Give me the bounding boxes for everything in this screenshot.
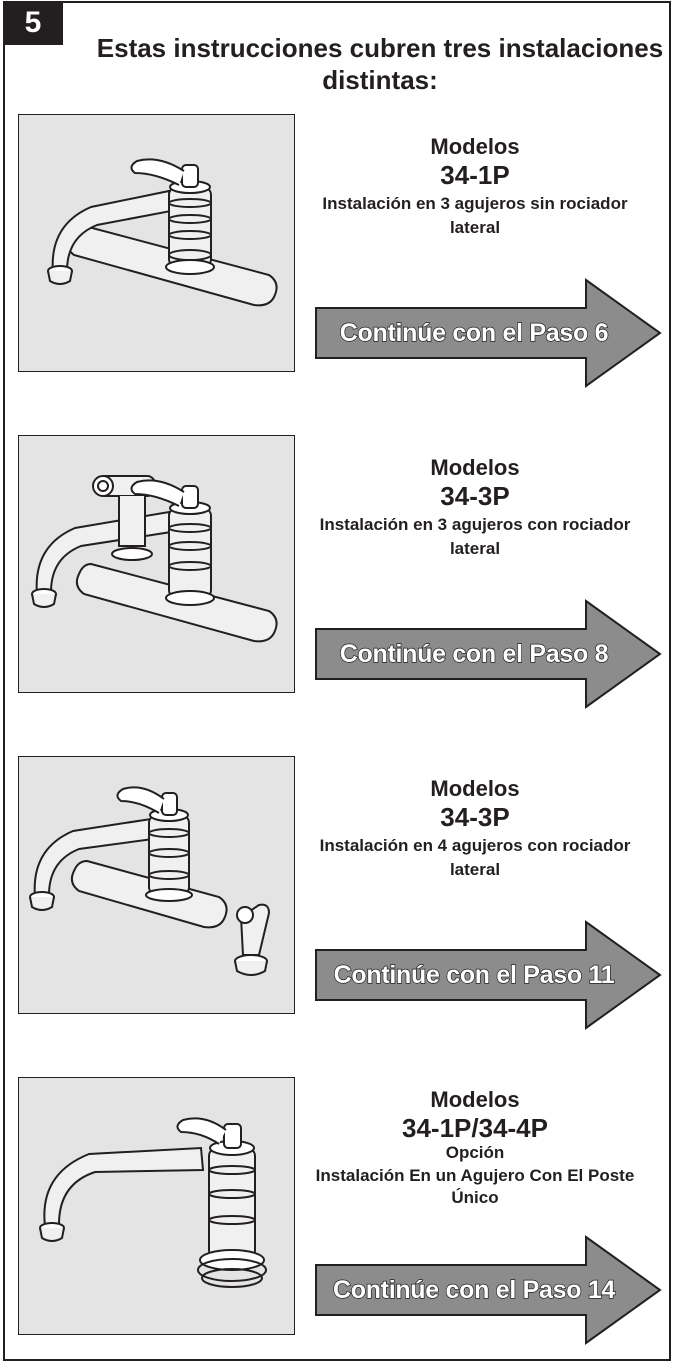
models-label: Modelos bbox=[430, 1087, 520, 1112]
model-number: 34-1P bbox=[440, 160, 510, 190]
faucet-illustration-3hole-with-spray bbox=[18, 435, 295, 693]
model-number: 34-3P bbox=[440, 481, 510, 511]
faucet-illustration-single-hole bbox=[18, 1077, 295, 1335]
installation-description: Instalación en 3 agujeros sin rociador l… bbox=[322, 194, 628, 237]
install-option-1: Modelos 34-1P Instalación en 3 agujeros … bbox=[0, 112, 675, 392]
model-number: 34-1P/34-4P bbox=[402, 1113, 548, 1143]
continue-step-8-arrow[interactable]: Continúe con el Paso 8 bbox=[314, 599, 664, 709]
model-number: 34-3P bbox=[440, 802, 510, 832]
continue-step-label: Continúe con el Paso 6 bbox=[339, 318, 609, 347]
install-option-2: Modelos 34-3P Instalación en 3 agujeros … bbox=[0, 433, 675, 713]
install-option-3: Modelos 34-3P Instalación en 4 agujeros … bbox=[0, 754, 675, 1034]
continue-step-label: Continúe con el Paso 8 bbox=[339, 639, 609, 668]
continue-step-label: Continúe con el Paso 14 bbox=[332, 1275, 616, 1304]
page-heading: Estas instrucciones cubren tres instalac… bbox=[96, 33, 664, 95]
continue-step-label: Continúe con el Paso 11 bbox=[333, 960, 615, 989]
continue-step-14-arrow[interactable]: Continúe con el Paso 14 bbox=[314, 1235, 664, 1345]
model-info-3: Modelos 34-3P Instalación en 4 agujeros … bbox=[300, 776, 650, 882]
step-number-badge: 5 bbox=[3, 1, 63, 45]
faucet-illustration-3hole-no-spray bbox=[18, 114, 295, 372]
installation-description: Instalación en 4 agujeros con rociador l… bbox=[319, 836, 631, 879]
model-info-4: Modelos 34-1P/34-4P Opción Instalación E… bbox=[300, 1087, 650, 1209]
option-label: Opción bbox=[445, 1143, 505, 1162]
continue-step-6-arrow[interactable]: Continúe con el Paso 6 bbox=[314, 278, 664, 388]
install-option-4: Modelos 34-1P/34-4P Opción Instalación E… bbox=[0, 1075, 675, 1355]
installation-description: Instalación en 3 agujeros con rociador l… bbox=[319, 515, 631, 558]
continue-step-11-arrow[interactable]: Continúe con el Paso 11 bbox=[314, 920, 664, 1030]
models-label: Modelos bbox=[430, 455, 520, 480]
model-info-1: Modelos 34-1P Instalación en 3 agujeros … bbox=[300, 134, 650, 240]
installation-description: Instalación En un Agujero Con El Poste Ú… bbox=[315, 1166, 635, 1207]
faucet-illustration-4hole-with-spray bbox=[18, 756, 295, 1014]
models-label: Modelos bbox=[430, 134, 520, 159]
models-label: Modelos bbox=[430, 776, 520, 801]
model-info-2: Modelos 34-3P Instalación en 3 agujeros … bbox=[300, 455, 650, 561]
